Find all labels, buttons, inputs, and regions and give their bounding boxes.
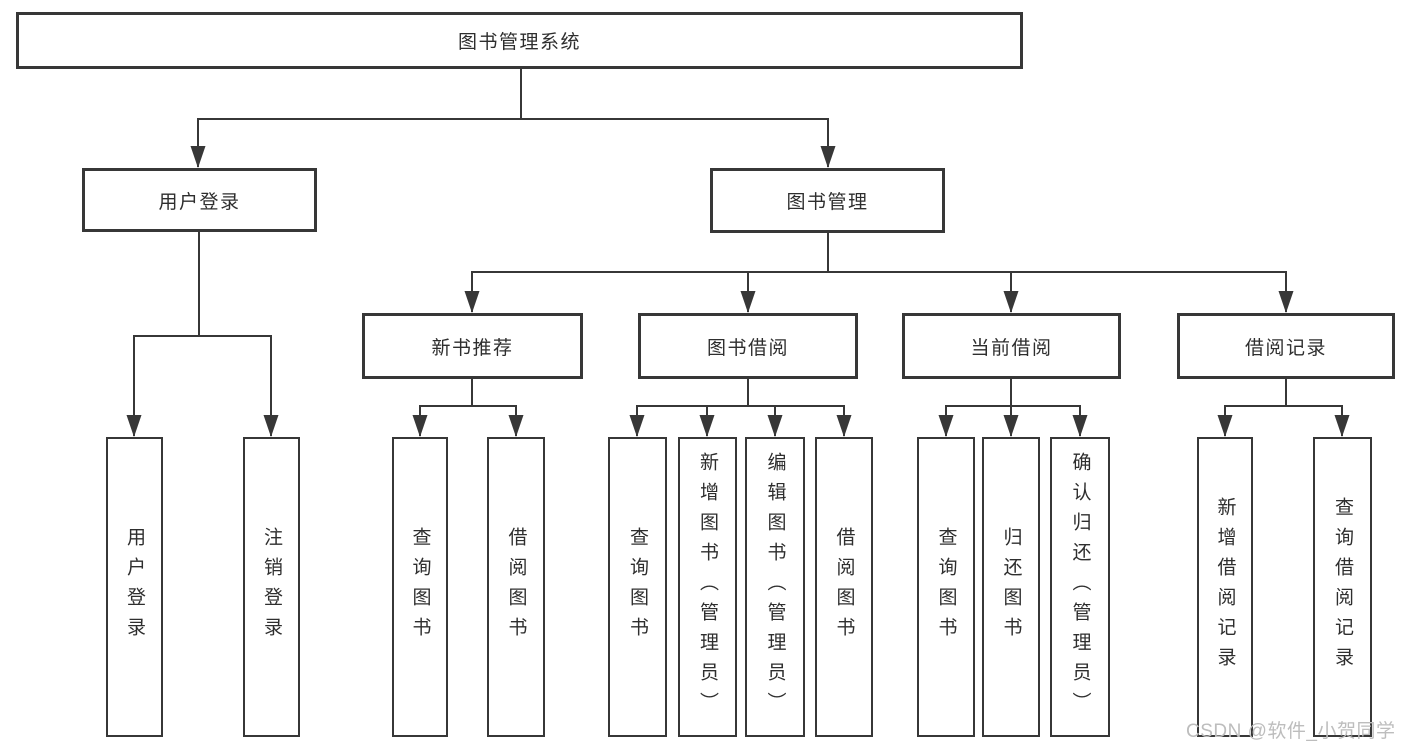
node-book-borrowing-label: 图书借阅 xyxy=(706,337,789,359)
node-user-login-label: 用户登录 xyxy=(158,191,241,213)
leaf-nbr-query-books-label: 查询图书 xyxy=(409,527,431,647)
leaf-logout: 注销登录 xyxy=(243,437,300,737)
leaf-bb-borrow-books-label: 借阅图书 xyxy=(833,527,855,647)
node-book-management: 图书管理 xyxy=(710,168,945,233)
leaf-bb-edit-books-admin: 编辑图书（管理员） xyxy=(745,437,805,737)
leaf-cb-query-books: 查询图书 xyxy=(917,437,975,737)
leaf-cb-return-books: 归还图书 xyxy=(982,437,1040,737)
leaf-bb-add-books-admin-label: 新增图书（管理员） xyxy=(697,452,718,722)
node-new-book-recommend: 新书推荐 xyxy=(362,313,583,379)
leaf-user-login: 用户登录 xyxy=(106,437,163,737)
leaf-nbr-borrow-books: 借阅图书 xyxy=(487,437,545,737)
leaf-cb-return-books-label: 归还图书 xyxy=(1000,527,1022,647)
leaf-br-query-record: 查询借阅记录 xyxy=(1313,437,1372,737)
leaf-br-add-record-label: 新增借阅记录 xyxy=(1214,497,1236,677)
node-library-system: 图书管理系统 xyxy=(16,12,1023,69)
leaf-nbr-borrow-books-label: 借阅图书 xyxy=(505,527,527,647)
leaf-cb-query-books-label: 查询图书 xyxy=(935,527,957,647)
leaf-br-add-record: 新增借阅记录 xyxy=(1197,437,1253,737)
node-borrowing-records: 借阅记录 xyxy=(1177,313,1395,379)
watermark: CSDN @软件_小贺同学 xyxy=(1186,721,1396,742)
leaf-br-query-record-label: 查询借阅记录 xyxy=(1332,497,1353,677)
node-book-management-label: 图书管理 xyxy=(786,192,869,213)
leaf-bb-borrow-books: 借阅图书 xyxy=(815,437,873,737)
node-current-borrowing-label: 当前借阅 xyxy=(970,337,1053,359)
leaf-user-login-label: 用户登录 xyxy=(124,527,145,647)
node-new-book-recommend-label: 新书推荐 xyxy=(431,337,514,359)
node-library-system-label: 图书管理系统 xyxy=(457,32,581,53)
leaf-nbr-query-books: 查询图书 xyxy=(392,437,448,737)
leaf-bb-add-books-admin: 新增图书（管理员） xyxy=(678,437,737,737)
leaf-cb-confirm-return-admin-label: 确认归还（管理员） xyxy=(1069,452,1091,722)
leaf-bb-query-books: 查询图书 xyxy=(608,437,667,737)
leaf-bb-query-books-label: 查询图书 xyxy=(627,527,648,647)
leaf-cb-confirm-return-admin: 确认归还（管理员） xyxy=(1050,437,1110,737)
node-current-borrowing: 当前借阅 xyxy=(902,313,1121,379)
leaf-logout-label: 注销登录 xyxy=(261,527,282,647)
node-borrowing-records-label: 借阅记录 xyxy=(1244,337,1327,359)
node-book-borrowing: 图书借阅 xyxy=(638,313,858,379)
leaf-bb-edit-books-admin-label: 编辑图书（管理员） xyxy=(764,452,786,722)
node-user-login: 用户登录 xyxy=(82,168,317,232)
